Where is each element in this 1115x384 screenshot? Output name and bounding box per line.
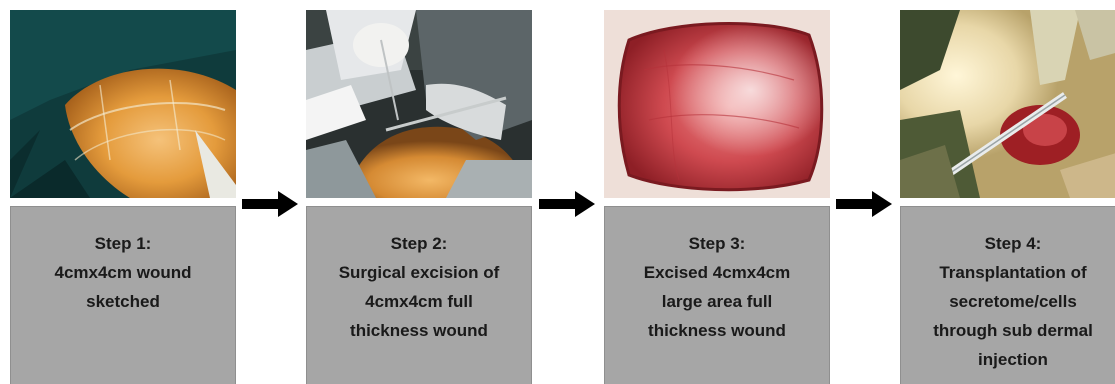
step-2: Step 2: Surgical excision of 4cmx4cm ful… [306,10,532,384]
step-4-text: Step 4: Transplantation of secretome/cel… [901,229,1115,374]
step-1-box: Step 1: 4cmx4cm wound sketched [10,206,236,384]
step-4-box: Step 4: Transplantation of secretome/cel… [900,206,1115,384]
step-1: Step 1: 4cmx4cm wound sketched [10,10,236,384]
arrow-right-icon [242,191,298,217]
step-2-text: Step 2: Surgical excision of 4cmx4cm ful… [307,229,531,345]
arrow-right-icon [836,191,892,217]
step-4: Step 4: Transplantation of secretome/cel… [900,10,1115,384]
step-2-box: Step 2: Surgical excision of 4cmx4cm ful… [306,206,532,384]
injection-photo [900,10,1115,198]
step-3-text: Step 3: Excised 4cmx4cm large area full … [605,229,829,345]
step-1-text: Step 1: 4cmx4cm wound sketched [11,229,235,316]
wound-photo [604,10,830,198]
step-3-box: Step 3: Excised 4cmx4cm large area full … [604,206,830,384]
step-3: Step 3: Excised 4cmx4cm large area full … [604,10,830,384]
surgery-photo [306,10,532,198]
marked-skin-photo [10,10,236,198]
arrow-right-icon [539,191,595,217]
